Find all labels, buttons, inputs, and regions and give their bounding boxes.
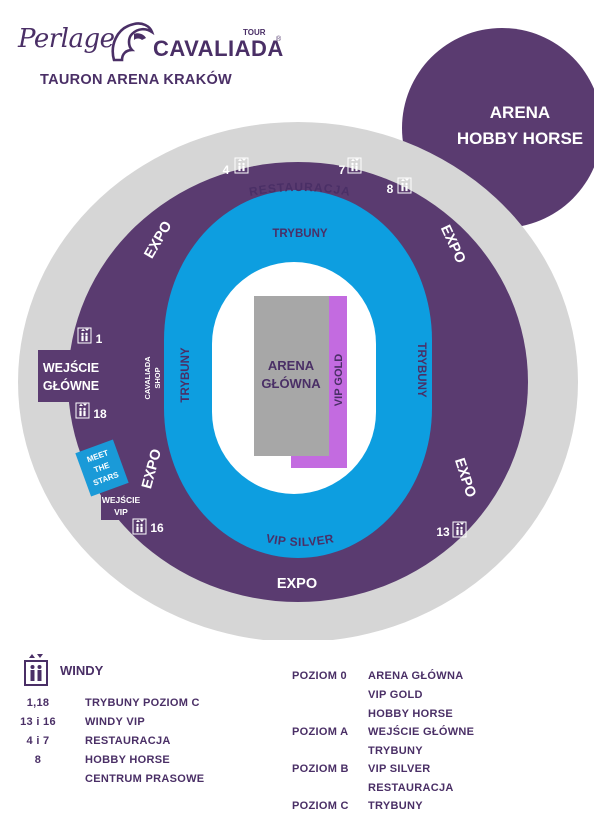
- windy-num: 8: [34, 754, 42, 766]
- poziom-item: ARENA GŁÓWNA: [368, 670, 464, 682]
- venue-title: TAURON ARENA KRAKÓW: [40, 72, 233, 88]
- vip-gold-area[interactable]: [329, 296, 347, 468]
- vip-entrance-box[interactable]: [101, 490, 141, 520]
- vip-gold-area-bottom[interactable]: [291, 456, 347, 468]
- poziom-item: HOBBY HORSE: [368, 708, 453, 720]
- elevator-16-number: 16: [150, 521, 164, 535]
- windy-label: WINDY VIP: [85, 716, 145, 728]
- poziom-level: POZIOM A: [292, 726, 349, 738]
- elevator-8-marker[interactable]: 8: [387, 177, 412, 196]
- elevator-4-number: 4: [223, 163, 230, 177]
- windy-num: 13 i 16: [20, 716, 56, 728]
- header: Perlage CAVALIADA TOUR ® TAURON ARENA KR…: [0, 0, 594, 100]
- elevator-icon: [347, 157, 362, 174]
- vip-entrance-label-1: WEJŚCIE: [102, 494, 141, 505]
- horse-logo-icon: [111, 22, 155, 62]
- poziom-item: VIP SILVER: [368, 763, 431, 775]
- arena-glowna-label-1: ARENA: [268, 358, 315, 373]
- legend-title: WINDY: [60, 663, 104, 678]
- windy-num: 1,18: [26, 697, 50, 709]
- elevator-7-number: 7: [339, 163, 346, 177]
- hobby-horse-label-1: ARENA: [490, 103, 550, 122]
- venue-map: ARENA HOBBY HORSE RESTAURACJA VIP SILVER…: [18, 28, 594, 640]
- elevator-icon: [77, 327, 92, 344]
- elevator-4-marker[interactable]: 4: [223, 157, 249, 177]
- elevator-18-number: 18: [93, 407, 107, 421]
- hobby-horse-label-2: HOBBY HORSE: [457, 129, 583, 148]
- trybuny-left-label: TRYBUNY: [180, 347, 192, 402]
- shop-label-2: SHOP: [153, 367, 162, 388]
- trybuny-top-label: TRYBUNY: [272, 228, 327, 240]
- registered-mark: ®: [276, 36, 282, 43]
- elevator-7-marker[interactable]: 7: [339, 157, 362, 177]
- elevator-8-number: 8: [387, 182, 394, 196]
- cavaliada-logo: CAVALIADA: [153, 36, 284, 61]
- trybuny-right-label: TRYBUNY: [415, 342, 427, 397]
- elevator-1-marker[interactable]: 1: [77, 327, 103, 346]
- elevator-18-marker[interactable]: 18: [75, 402, 107, 421]
- expo-label-bottom: EXPO: [277, 576, 317, 592]
- elevator-icon: [397, 177, 412, 194]
- poziom-level: POZIOM 0: [292, 670, 347, 682]
- elevator-icon: [452, 521, 467, 538]
- main-entrance-label-1: WEJŚCIE: [43, 360, 99, 375]
- restauracja-textpath: RESTAURACJA: [248, 180, 351, 199]
- poziom-level: POZIOM B: [292, 763, 349, 775]
- windy-label: RESTAURACJA: [85, 735, 171, 747]
- elevator-13-marker[interactable]: 13: [436, 521, 467, 539]
- windy-label: TRYBUNY POZIOM C: [85, 697, 200, 709]
- arena-glowna-label-2: GŁÓWNA: [261, 376, 321, 391]
- restauracja-label: RESTAURACJA: [248, 180, 352, 199]
- elevator-icon: [24, 654, 48, 686]
- elevator-icon: [234, 157, 249, 174]
- poziom-item: TRYBUNY: [368, 800, 423, 812]
- main-entrance-label-2: GŁÓWNE: [43, 378, 99, 393]
- main-entrance-box[interactable]: [38, 350, 104, 402]
- elevator-icon: [75, 402, 90, 419]
- tour-label: TOUR: [243, 28, 266, 37]
- poziom-item: VIP GOLD: [368, 689, 423, 701]
- elevator-13-number: 13: [436, 525, 450, 539]
- windy-label: HOBBY HORSE: [85, 754, 170, 766]
- vip-gold-label: VIP GOLD: [333, 354, 345, 406]
- poziom-item: WEJŚCIE GŁÓWNE: [368, 726, 475, 738]
- vip-silver-textpath: VIP SILVER: [265, 531, 335, 549]
- elevator-icon: [132, 518, 147, 535]
- main-arena-field[interactable]: [254, 296, 334, 456]
- elevator-1-number: 1: [96, 332, 103, 346]
- windy-label: CENTRUM PRASOWE: [85, 773, 205, 785]
- perlage-logo: Perlage: [18, 24, 115, 54]
- poziom-item: TRYBUNY: [368, 745, 423, 757]
- poziom-level: POZIOM C: [292, 800, 349, 812]
- meet-the-stars-box[interactable]: [75, 439, 129, 497]
- legend: WINDY 1,18 TRYBUNY POZIOM C 13 i 16 WIND…: [0, 640, 594, 840]
- vip-silver-label: VIP SILVER: [265, 531, 336, 549]
- windy-num: 4 i 7: [26, 735, 50, 747]
- poziom-item: RESTAURACJA: [368, 782, 454, 794]
- elevator-16-marker[interactable]: 16: [132, 518, 164, 535]
- shop-label-1: CAVALIADA: [143, 356, 152, 400]
- vip-entrance-label-2: VIP: [114, 507, 128, 517]
